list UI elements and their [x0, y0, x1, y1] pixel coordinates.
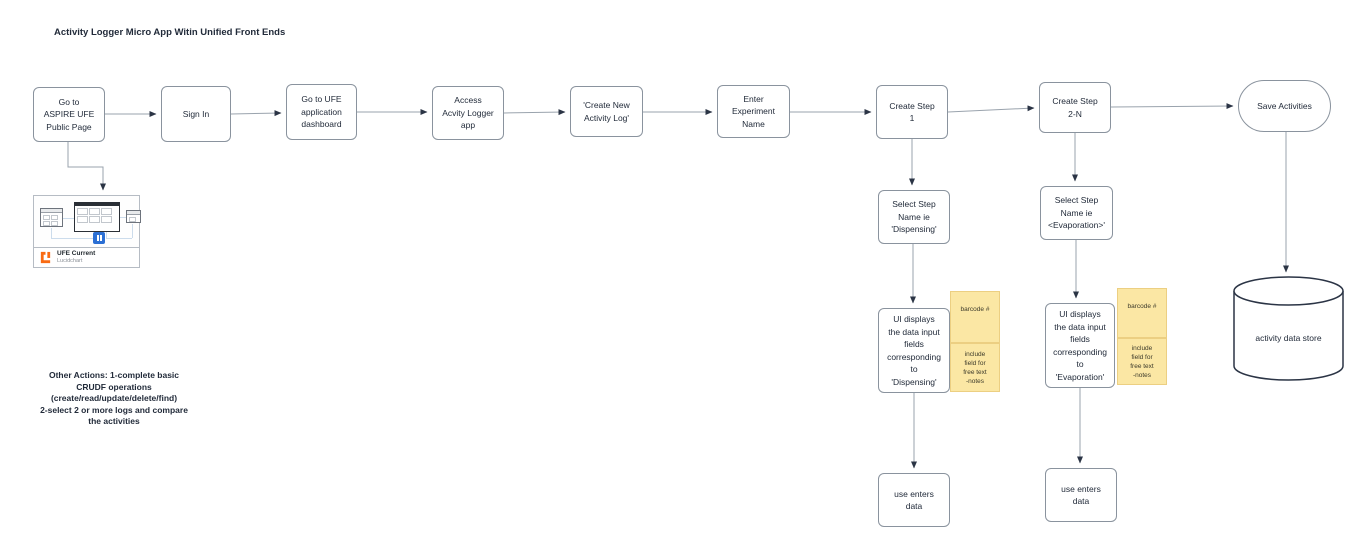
thumbnail-subtitle: Lucidchart — [57, 258, 83, 264]
node-user-enters-data-1: use enters data — [878, 473, 950, 527]
mini-browser-window-icon — [40, 208, 63, 227]
node-create-step-1: Create Step 1 — [876, 85, 948, 139]
other-actions-note: Other Actions: 1-complete basic CRUDF op… — [40, 370, 188, 426]
node-save-activities: Save Activities — [1238, 80, 1331, 132]
mini-app-icon — [93, 232, 105, 244]
node-access-activity-logger-app: Access Acvity Logger app — [432, 86, 504, 140]
node-select-step-name-evaporation: Select Step Name ie <Evaporation>' — [1040, 186, 1113, 240]
node-user-enters-data-2: use enters data — [1045, 468, 1117, 522]
thumbnail-footer: UFE Current Lucidchart — [34, 247, 139, 267]
node-go-to-ufe-application-dashboard: Go to UFE application dashboard — [286, 84, 357, 140]
diagram-title: Activity Logger Micro App Witin Unified … — [54, 27, 286, 38]
lucidchart-logo-icon — [40, 251, 51, 264]
node-ui-displays-evaporation: UI displays the data input fields corres… — [1045, 303, 1115, 388]
node-create-step-2-n: Create Step 2-N — [1039, 82, 1111, 133]
sticky-note-barcode-1: barcode # — [950, 291, 1000, 343]
thumbnail-mini-diagram — [34, 196, 141, 248]
thumbnail-title: UFE Current — [57, 250, 96, 257]
sticky-note-barcode-2: barcode # — [1117, 288, 1167, 338]
node-create-new-activity-log: 'Create New Activity Log' — [570, 86, 643, 137]
mini-panel-icon — [126, 210, 141, 223]
node-ui-displays-dispensing: UI displays the data input fields corres… — [878, 308, 950, 393]
node-go-to-aspire-ufe-public-page: Go to ASPIRE UFE Public Page — [33, 87, 105, 142]
node-sign-in: Sign In — [161, 86, 231, 142]
node-enter-experiment-name: Enter Experiment Name — [717, 85, 790, 138]
sticky-note-free-text-2: include field for free text -notes — [1117, 338, 1167, 385]
sticky-note-free-text-1: include field for free text -notes — [950, 343, 1000, 392]
node-select-step-name-dispensing: Select Step Name ie 'Dispensing' — [878, 190, 950, 244]
node-activity-data-store-label: activity data store — [1255, 333, 1322, 343]
ufe-current-thumbnail: UFE Current Lucidchart — [33, 195, 141, 268]
mini-dashboard-window-icon — [74, 202, 120, 232]
